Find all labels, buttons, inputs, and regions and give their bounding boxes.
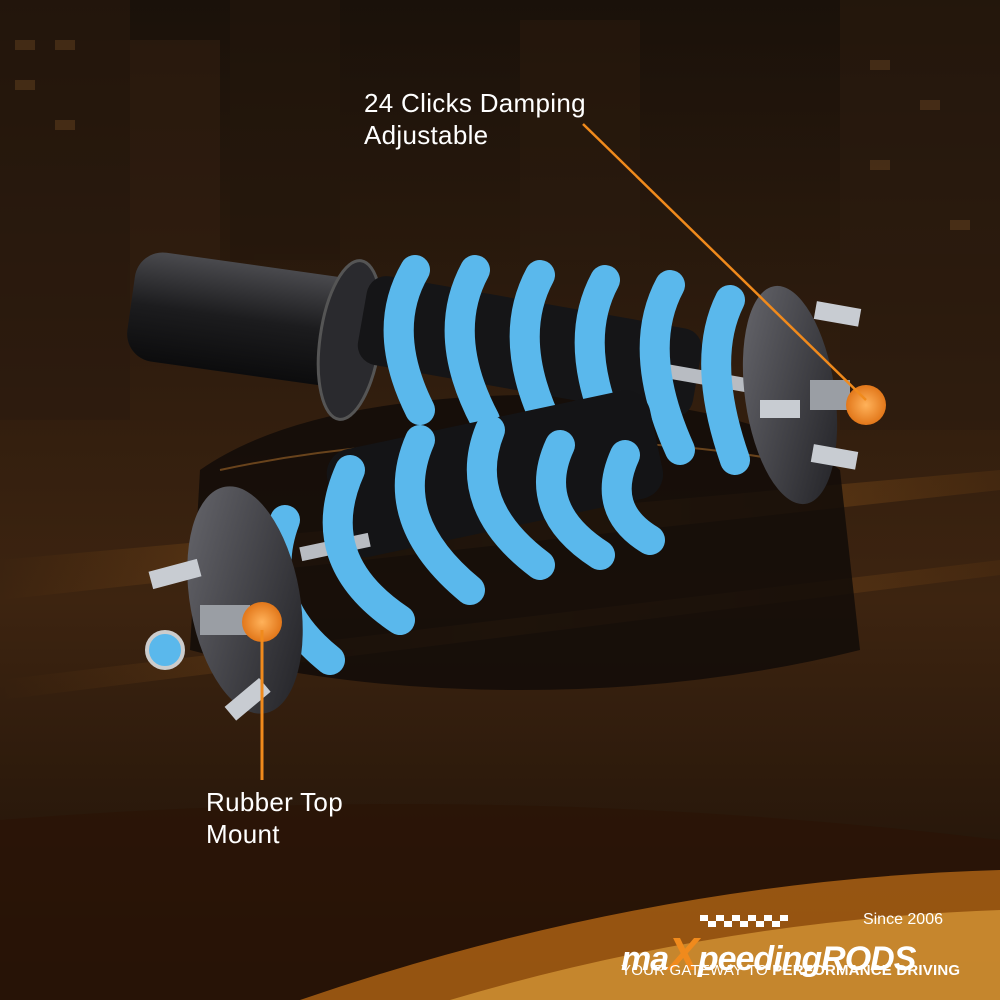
logo-tagline-bold: PERFORMANCE DRIVING (772, 962, 961, 979)
brand-logo: Since 2006 maXpeedingRODS YOUR GATEWAY T… (615, 905, 960, 985)
logo-tagline: YOUR GATEWAY TO PERFORMANCE DRIVING (621, 962, 960, 979)
checker-flag-icon (700, 915, 788, 927)
callout-damping: 24 Clicks Damping Adjustable (364, 87, 586, 151)
logo-since: Since 2006 (862, 911, 943, 928)
logo-tagline-plain: YOUR GATEWAY TO (621, 962, 773, 979)
callout-mount: Rubber Top Mount (206, 786, 343, 850)
callout-damping-line1: 24 Clicks Damping (364, 88, 586, 118)
coilover-front (145, 390, 665, 721)
logo-brand-prefix: ma (621, 940, 669, 978)
callout-mount-line2: Mount (206, 819, 280, 849)
logo-brand-x: X (668, 928, 699, 980)
callout-line-damping (582, 123, 867, 401)
damping-knob-highlight (846, 385, 886, 425)
top-mount-highlight (242, 602, 282, 642)
logo-brand-suffix: peedingRODS (697, 940, 917, 978)
callout-damping-line2: Adjustable (364, 120, 489, 150)
city-buildings (0, 0, 1000, 430)
callout-mount-line1: Rubber Top (206, 787, 343, 817)
logo-brand: maXpeedingRODS (621, 927, 917, 981)
road-glow (450, 910, 1000, 1000)
coilover-rear (127, 252, 886, 505)
